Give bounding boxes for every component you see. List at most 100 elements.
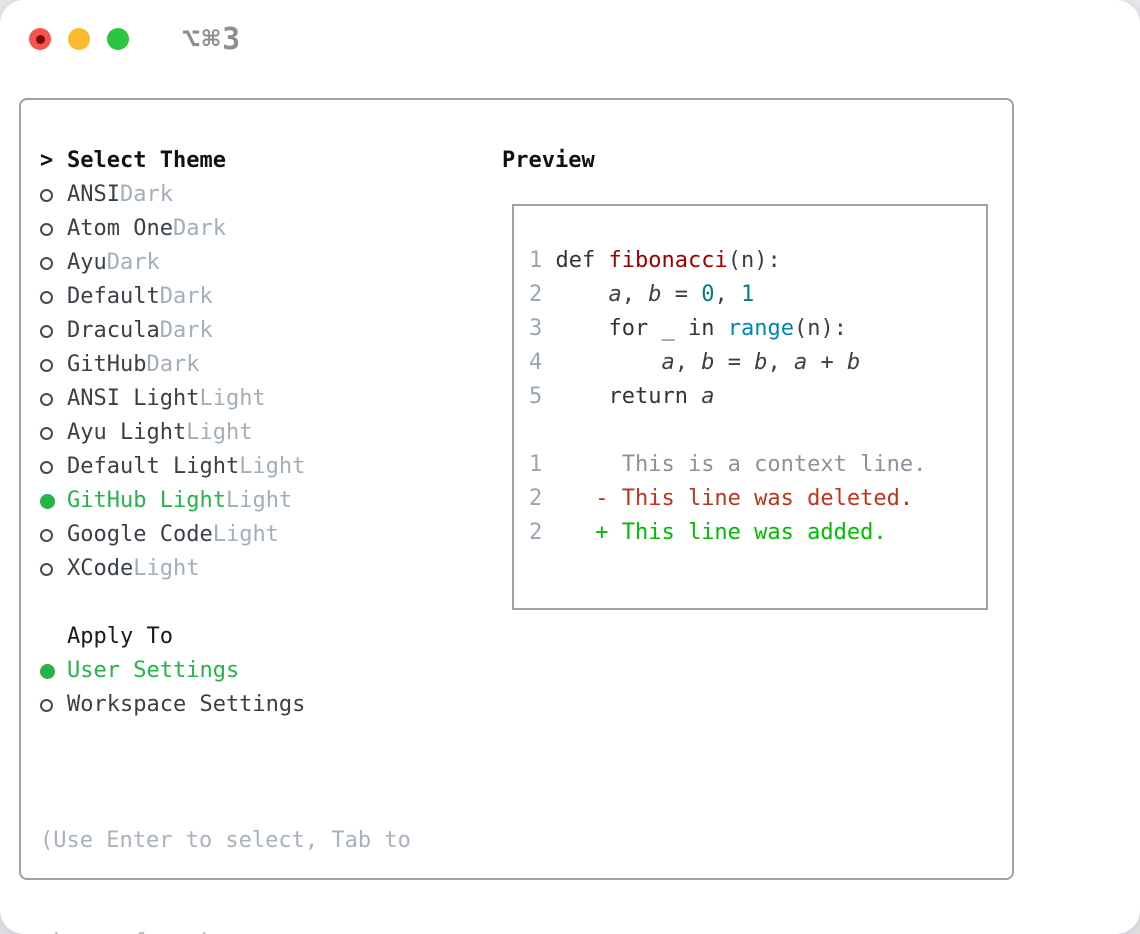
- theme-name-label: Default: [67, 284, 160, 309]
- line-number: 2: [529, 486, 543, 511]
- code-line-7: 1 This is a context line.: [529, 448, 986, 482]
- zoom-button[interactable]: [107, 28, 129, 50]
- radio-unselected-icon: [40, 188, 53, 202]
- theme-name-label: GitHub Light: [67, 488, 226, 513]
- line-number: 1: [529, 248, 543, 273]
- line-number: 4: [529, 350, 543, 375]
- spacer: [40, 586, 411, 620]
- radio-selected-icon: [40, 493, 55, 509]
- theme-option-ayu[interactable]: Ayu Dark: [40, 246, 411, 280]
- apply-option-label: Workspace Settings: [67, 692, 306, 717]
- radio-unselected-icon: [40, 460, 53, 474]
- theme-variant-label: Dark: [146, 352, 200, 377]
- code-line-6: [529, 414, 986, 448]
- usage-hint-line-2: change focus): [40, 926, 411, 934]
- keyboard-shortcut-label: ⌥⌘3: [182, 21, 243, 57]
- radio-marker: [40, 290, 67, 304]
- line-number: 3: [529, 316, 543, 341]
- radio-unselected-icon: [40, 290, 53, 304]
- code-line-9: 2 + This line was added.: [529, 516, 986, 550]
- theme-option-github[interactable]: GitHub Dark: [40, 348, 411, 382]
- radio-marker: [40, 460, 67, 474]
- close-button[interactable]: [29, 28, 51, 50]
- apply-option-workspace-settings[interactable]: Workspace Settings: [40, 688, 411, 722]
- theme-variant-label: Light: [212, 522, 279, 547]
- titlebar: ⌥⌘3: [0, 0, 1140, 74]
- theme-name-label: Dracula: [67, 318, 160, 343]
- theme-option-atom-one[interactable]: Atom One Dark: [40, 212, 411, 246]
- code-content: for _ in range(n):: [608, 316, 847, 341]
- theme-name-label: XCode: [67, 556, 134, 581]
- theme-variant-label: Dark: [172, 216, 226, 241]
- theme-name-label: Atom One: [67, 216, 173, 241]
- code-content: - This line was deleted.: [542, 486, 914, 511]
- theme-option-ansi-light[interactable]: ANSI Light Light: [40, 382, 411, 416]
- radio-unselected-icon: [40, 222, 53, 236]
- close-dot-icon: [35, 34, 45, 44]
- code-content: This is a context line.: [542, 452, 927, 477]
- theme-option-ansi[interactable]: ANSI Dark: [40, 178, 411, 212]
- theme-name-label: ANSI: [67, 182, 120, 207]
- theme-variant-label: Dark: [159, 318, 213, 343]
- theme-name-label: Ayu: [67, 250, 107, 275]
- radio-marker: [40, 222, 67, 236]
- theme-variant-label: Light: [225, 488, 293, 513]
- radio-marker: [40, 426, 67, 440]
- theme-option-default-light[interactable]: Default Light Light: [40, 450, 411, 484]
- radio-unselected-icon: [40, 698, 53, 712]
- code-line-5: 5 return a: [529, 380, 986, 414]
- radio-unselected-icon: [40, 256, 53, 270]
- line-number: 2: [529, 282, 543, 307]
- select-theme-title: Select Theme: [67, 148, 226, 173]
- theme-variant-label: Dark: [106, 250, 160, 275]
- radio-marker: [40, 663, 67, 679]
- radio-marker: [40, 698, 67, 712]
- theme-name-label: Ayu Light: [67, 420, 187, 445]
- radio-marker: [40, 358, 67, 372]
- apply-option-user-settings[interactable]: User Settings: [40, 654, 411, 688]
- code-line-1: 1 def fibonacci(n):: [529, 244, 986, 278]
- code-content: + This line was added.: [542, 520, 887, 545]
- line-number: 5: [529, 384, 543, 409]
- radio-marker: [40, 493, 67, 509]
- radio-marker: [40, 188, 67, 202]
- radio-marker: [40, 562, 67, 576]
- theme-variant-label: Light: [239, 454, 306, 479]
- theme-option-dracula[interactable]: Dracula Dark: [40, 314, 411, 348]
- radio-selected-icon: [40, 663, 55, 679]
- apply-to-header-row: Apply To: [40, 620, 411, 654]
- apply-to-title: Apply To: [67, 624, 173, 649]
- radio-marker: [40, 324, 67, 338]
- theme-variant-label: Light: [186, 420, 253, 445]
- theme-option-default[interactable]: Default Dark: [40, 280, 411, 314]
- theme-option-xcode[interactable]: XCode Light: [40, 552, 411, 586]
- code-content: a, b = b, a + b: [661, 350, 861, 375]
- code-content: def fibonacci(n):: [555, 248, 781, 273]
- theme-variant-label: Light: [199, 386, 266, 411]
- usage-hint-line-1: (Use Enter to select, Tab to: [40, 828, 411, 853]
- code-line-8: 2 - This line was deleted.: [529, 482, 986, 516]
- theme-name-label: Google Code: [67, 522, 213, 547]
- spacer: [40, 722, 411, 756]
- theme-option-ayu-light[interactable]: Ayu Light Light: [40, 416, 411, 450]
- radio-unselected-icon: [40, 358, 53, 372]
- minimize-button[interactable]: [68, 28, 90, 50]
- theme-option-google-code[interactable]: Google Code Light: [40, 518, 411, 552]
- theme-variant-label: Dark: [159, 284, 213, 309]
- radio-marker: [40, 528, 67, 542]
- theme-option-github-light[interactable]: GitHub Light Light: [40, 484, 411, 518]
- theme-name-label: ANSI Light: [67, 386, 200, 411]
- select-theme-header: > Select Theme: [40, 144, 411, 178]
- theme-name-label: Default Light: [67, 454, 240, 479]
- theme-name-label: GitHub: [67, 352, 147, 377]
- radio-unselected-icon: [40, 324, 53, 338]
- radio-unselected-icon: [40, 528, 53, 542]
- radio-unselected-icon: [40, 392, 53, 406]
